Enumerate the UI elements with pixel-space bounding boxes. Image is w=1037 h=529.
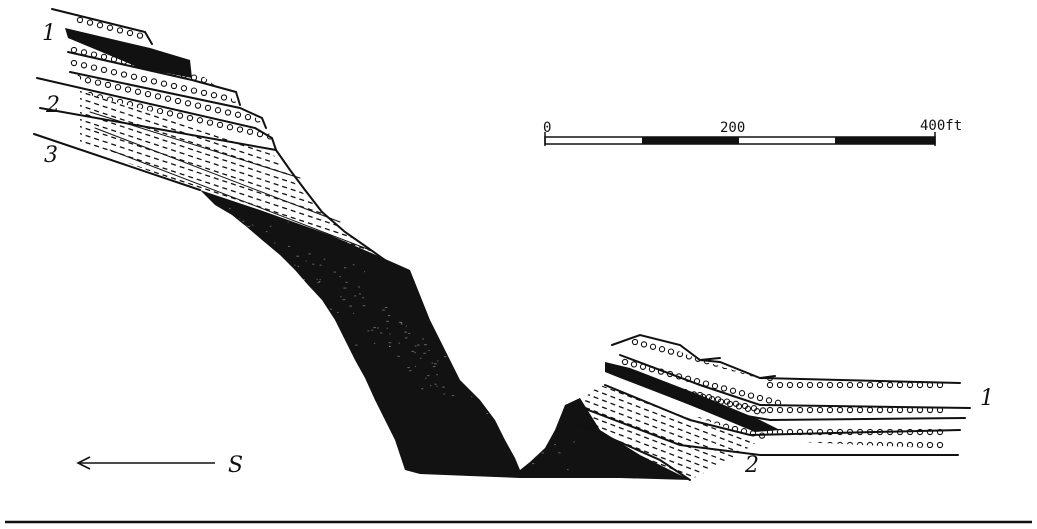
scale-bar-segment-dark-1	[642, 137, 739, 144]
bed-labels: 1 2 3 1 2	[42, 21, 994, 478]
right-bed-2-label: 2	[744, 453, 759, 478]
left-bed-3-label: 3	[44, 143, 58, 168]
arrow-left-icon	[76, 456, 215, 470]
left-strata-lines	[33, 8, 393, 266]
direction-label: S	[228, 453, 243, 478]
direction-indicator: S	[76, 453, 243, 478]
left-bed-2-label: 2	[45, 93, 60, 118]
right-shale-bed	[575, 385, 760, 480]
right-bed-1-label: 1	[980, 386, 994, 411]
scale-mid-label: 200	[720, 120, 745, 136]
scale-bar: 0 200 400ft	[543, 118, 962, 146]
left-bed-1-label: 1	[42, 21, 56, 46]
scale-max-label: 400ft	[920, 118, 962, 134]
scale-bar-segment-dark-2	[835, 137, 935, 144]
right-strata-lines	[569, 333, 971, 481]
scale-zero-label: 0	[543, 120, 551, 136]
basement-rock-mass	[200, 190, 690, 480]
